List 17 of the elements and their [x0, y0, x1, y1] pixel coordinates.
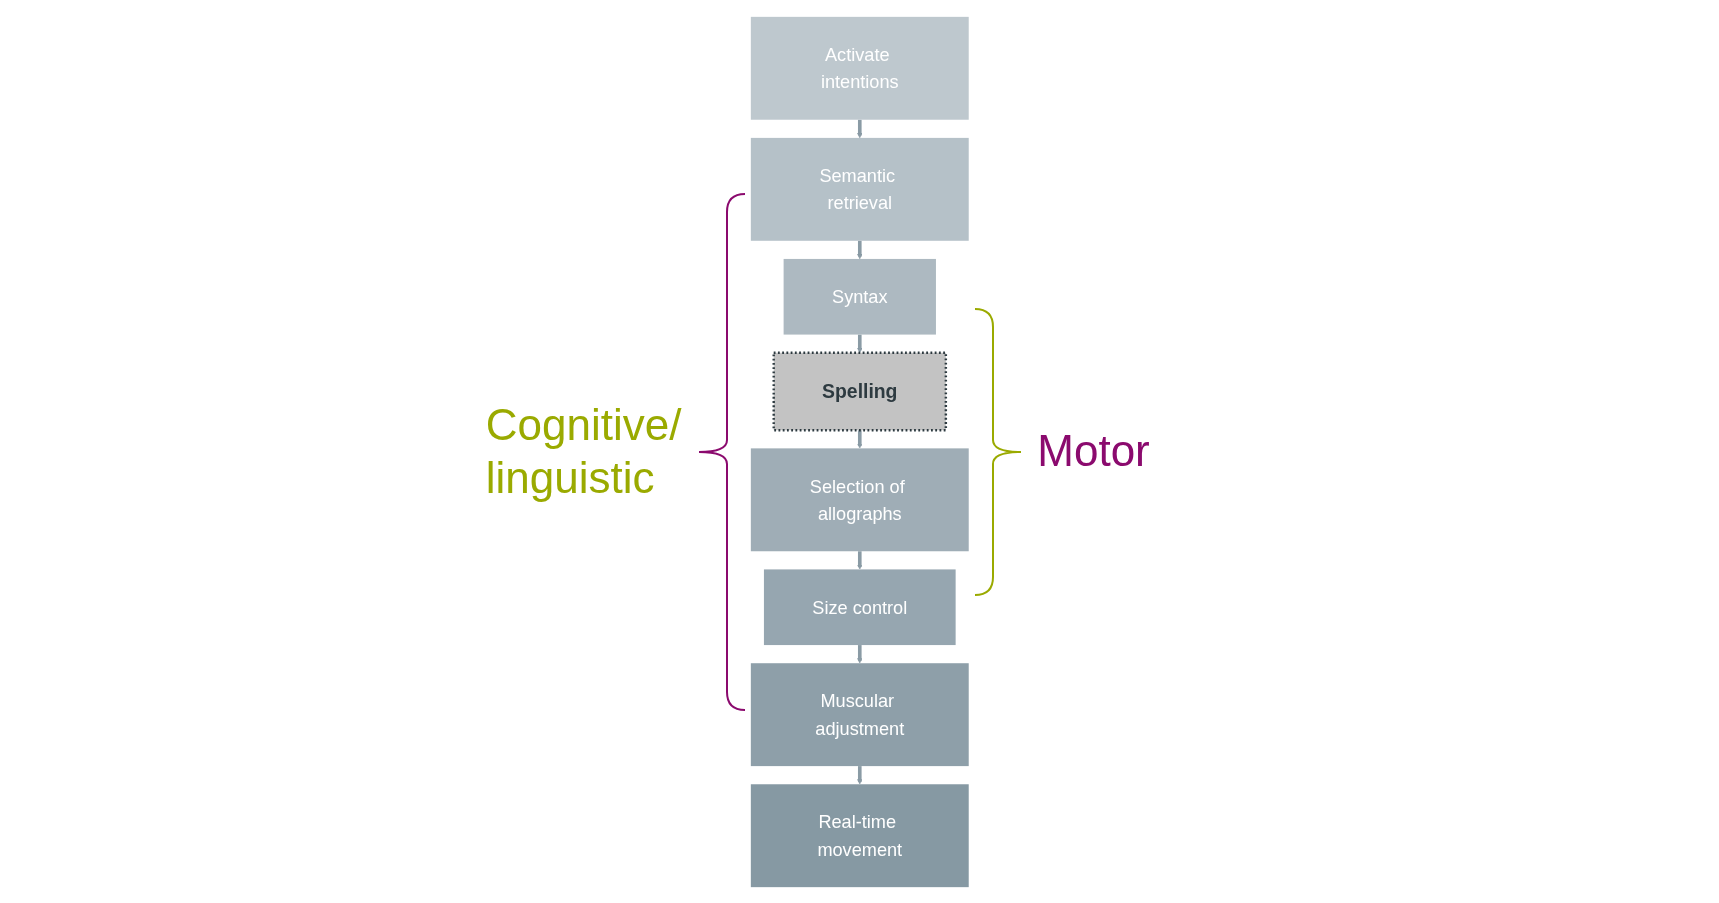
node-box: Spelling	[772, 351, 947, 431]
node-box: Semantic retrieval	[750, 137, 969, 241]
node-box: Real-time movement	[750, 783, 969, 887]
arrow	[856, 550, 863, 570]
node-box: Selection of allographs	[750, 447, 969, 551]
node-box: Muscular adjustment	[750, 662, 969, 766]
group-label: Cognitive/ linguistic	[485, 398, 683, 504]
arrow	[856, 429, 863, 449]
node-box: Size control	[763, 568, 956, 645]
arrow	[856, 765, 863, 784]
arrow	[856, 333, 863, 353]
node-box: Activate intentions	[750, 16, 969, 120]
arrow	[856, 644, 863, 663]
arrow	[856, 118, 863, 138]
group-label: Motor	[1037, 425, 1150, 478]
node-box: Syntax	[783, 258, 936, 335]
arrow	[856, 239, 863, 259]
